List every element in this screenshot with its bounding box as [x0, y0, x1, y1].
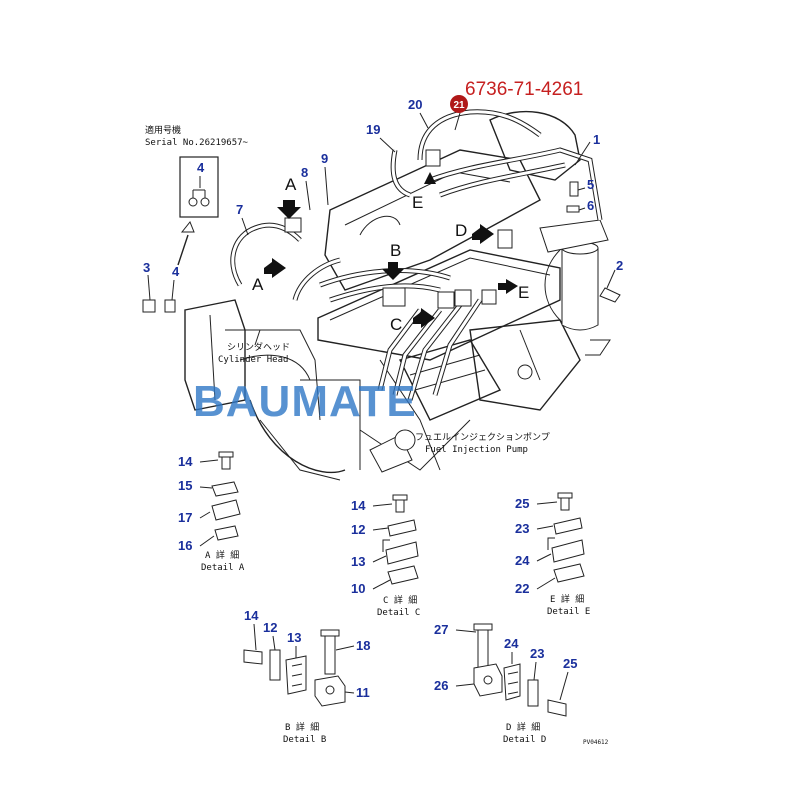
serial-note-en: Serial No.26219657~	[145, 138, 249, 148]
view-letter: D	[455, 221, 467, 240]
watermark: BAUMATE	[193, 377, 417, 426]
callout: 20	[408, 97, 422, 112]
callout: 8	[301, 165, 308, 180]
callout: 9	[321, 151, 328, 166]
detail-c-caption-en: Detail C	[377, 608, 420, 618]
cylinder-head-label-en: Cylinder Head	[218, 355, 288, 365]
callout: 24	[504, 636, 519, 651]
callout: 26	[434, 678, 448, 693]
view-letter: E	[412, 193, 423, 212]
callout: 2	[616, 258, 623, 273]
highlight-badge: 21	[450, 95, 468, 113]
main-callouts: 1 2 3 4 4 5 6 7 8 9 19 20	[143, 97, 623, 301]
callout: 1	[593, 132, 600, 147]
callout: 17	[178, 510, 192, 525]
detail-a: 14 15 17 16 A 詳 細 Detail A	[178, 451, 245, 573]
highlight-callout: 21	[453, 100, 465, 111]
detail-c: 14 12 13 10 C 詳 細 Detail C	[351, 494, 420, 618]
serial-note-jp: 適用号機	[145, 124, 181, 136]
callout: 7	[236, 202, 243, 217]
detail-b-caption-en: Detail B	[283, 735, 326, 745]
view-arrow-a-left	[264, 258, 286, 278]
view-letter: B	[390, 241, 401, 260]
callout: 10	[351, 581, 365, 596]
view-arrow-d	[472, 224, 494, 244]
cylinder-head-label-jp: シリンダヘッド	[227, 341, 290, 353]
callout: 13	[287, 630, 301, 645]
callout: 15	[178, 478, 192, 493]
callout: 24	[515, 553, 530, 568]
callout: 12	[263, 620, 277, 635]
callout: 3	[143, 260, 150, 275]
callout: 25	[515, 496, 529, 511]
callout: 12	[351, 522, 365, 537]
callout: 5	[587, 177, 594, 192]
callout: 14	[178, 454, 193, 469]
callout: 11	[356, 685, 370, 700]
callout: 18	[356, 638, 370, 653]
detail-a-caption-en: Detail A	[201, 563, 245, 573]
view-letter: A	[285, 175, 297, 194]
view-arrow-a-top	[277, 200, 301, 219]
pump-label-jp: フュエルインジェクションポンプ	[415, 432, 550, 443]
view-arrow-e-left	[498, 279, 518, 294]
callout: 14	[351, 498, 366, 513]
callout: 14	[244, 608, 259, 623]
engine-drawing	[142, 109, 621, 481]
detail-b-caption-jp: B 詳 細	[285, 721, 319, 733]
callout: 22	[515, 581, 529, 596]
detail-d-caption-en: Detail D	[503, 735, 546, 745]
view-arrow-e-top	[424, 172, 436, 184]
callout: 4	[197, 160, 205, 175]
detail-d: 27 24 23 25 26 D 詳 細 Detail D	[434, 622, 577, 745]
view-letter: E	[518, 283, 529, 302]
pump-label-en: Fuel Injection Pump	[425, 445, 528, 455]
view-letter: C	[390, 315, 402, 334]
detail-e: 25 23 24 22 E 詳 細 Detail E	[515, 492, 590, 617]
view-arrows	[264, 172, 518, 328]
detail-e-caption-jp: E 詳 細	[550, 593, 584, 605]
callout: 19	[366, 122, 380, 137]
detail-d-caption-jp: D 詳 細	[506, 721, 540, 733]
callout: 4	[172, 264, 180, 279]
view-arrow-c	[413, 308, 435, 328]
drawing-code: PV04612	[583, 739, 609, 746]
callout: 6	[587, 198, 594, 213]
callout: 27	[434, 622, 448, 637]
callout: 13	[351, 554, 365, 569]
detail-b: 14 12 13 18 11 B 詳 細 Detail B	[243, 608, 370, 745]
detail-c-caption-jp: C 詳 細	[383, 594, 417, 606]
callout: 16	[178, 538, 192, 553]
view-letter: A	[252, 275, 264, 294]
callout: 23	[515, 521, 529, 536]
view-arrow-b	[382, 262, 404, 280]
callout: 23	[530, 646, 544, 661]
callout: 25	[563, 656, 577, 671]
detail-a-caption-jp: A 詳 細	[205, 549, 239, 561]
part-number: 6736-71-4261	[465, 79, 583, 100]
detail-e-caption-en: Detail E	[547, 607, 590, 617]
